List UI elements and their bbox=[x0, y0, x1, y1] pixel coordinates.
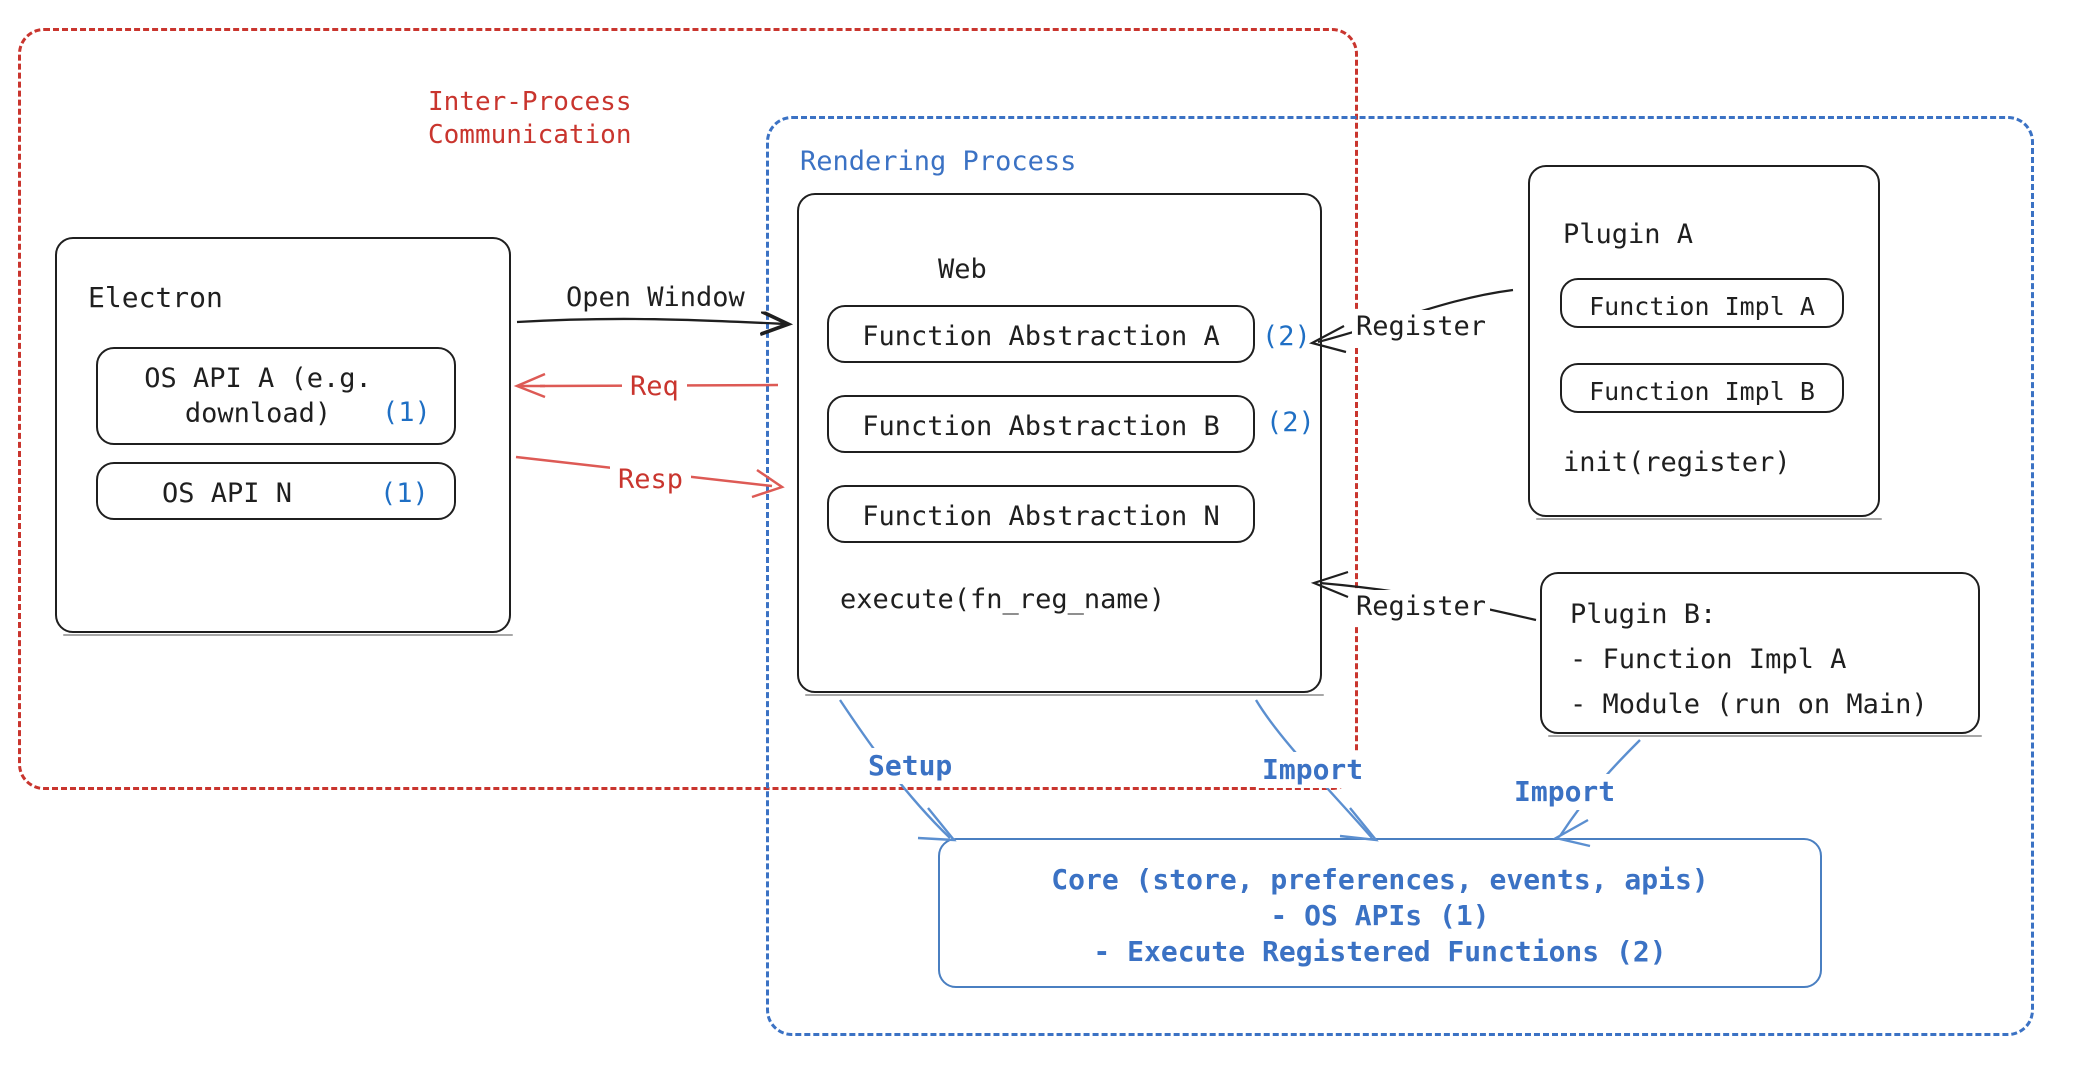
os-api-a-label: OS API A (e.g. download) bbox=[144, 363, 372, 429]
os-api-n-ref: (1) bbox=[380, 478, 429, 509]
os-api-a-box[interactable] bbox=[96, 347, 456, 445]
plugin-a-title: Plugin A bbox=[1563, 219, 1694, 250]
ipc-boundary-frame bbox=[18, 28, 1358, 790]
core-box[interactable] bbox=[938, 838, 1822, 988]
rendering-process-boundary-frame bbox=[766, 116, 2034, 1036]
import-plugin-arrow-label: Import bbox=[1510, 774, 1620, 810]
function-abstraction-n-box[interactable] bbox=[827, 485, 1255, 543]
web-execute-footer: execute(fn_reg_name) bbox=[840, 584, 1166, 615]
core-line-3: - Execute Registered Functions (2) bbox=[1093, 935, 1667, 968]
os-api-n-label: OS API N bbox=[161, 478, 293, 509]
import-web-arrow-label: Import bbox=[1258, 752, 1368, 788]
plugin-b-item-0: - Function Impl A bbox=[1570, 644, 1847, 675]
function-abstraction-n-label: Function Abstraction N bbox=[862, 501, 1220, 532]
ipc-frame-label: Inter-Process Communication bbox=[428, 87, 632, 151]
open-window-arrow-label: Open Window bbox=[562, 281, 749, 316]
function-impl-b-box[interactable] bbox=[1560, 363, 1844, 413]
plugin-b-title: Plugin B: bbox=[1570, 599, 1717, 630]
plugin-a-init-footer: init(register) bbox=[1563, 447, 1791, 478]
setup-arrow-label: Setup bbox=[864, 748, 957, 784]
function-abstraction-a-label: Function Abstraction A bbox=[862, 321, 1220, 352]
os-api-n-box[interactable] bbox=[96, 462, 456, 520]
electron-title: Electron bbox=[88, 281, 223, 314]
function-abstraction-b-box[interactable] bbox=[827, 395, 1255, 453]
plugin-b-box[interactable] bbox=[1540, 572, 1982, 737]
function-abstraction-a-ref: (2) bbox=[1262, 321, 1311, 352]
plugin-a-box[interactable] bbox=[1528, 165, 1882, 520]
function-impl-a-label: Function Impl A bbox=[1589, 292, 1815, 321]
function-abstraction-b-ref: (2) bbox=[1266, 407, 1315, 438]
req-arrow-label: Req bbox=[622, 370, 687, 405]
rendering-process-frame-label: Rendering Process bbox=[800, 146, 1077, 177]
plugin-b-item-1: - Module (run on Main) bbox=[1570, 689, 1928, 720]
register-plugin-a-arrow-label: Register bbox=[1352, 310, 1491, 345]
function-impl-b-label: Function Impl B bbox=[1589, 377, 1815, 406]
web-title: Web bbox=[938, 254, 987, 285]
os-api-a-ref: (1) bbox=[382, 397, 431, 428]
function-abstraction-a-box[interactable] bbox=[827, 305, 1255, 363]
core-line-1: Core (store, preferences, events, apis) bbox=[1051, 863, 1709, 896]
function-impl-a-box[interactable] bbox=[1560, 278, 1844, 328]
resp-arrow-label: Resp bbox=[610, 463, 692, 498]
core-line-2: - OS APIs (1) bbox=[1270, 899, 1490, 932]
register-plugin-b-arrow-label: Register bbox=[1352, 590, 1491, 625]
function-abstraction-b-label: Function Abstraction B bbox=[862, 411, 1220, 442]
